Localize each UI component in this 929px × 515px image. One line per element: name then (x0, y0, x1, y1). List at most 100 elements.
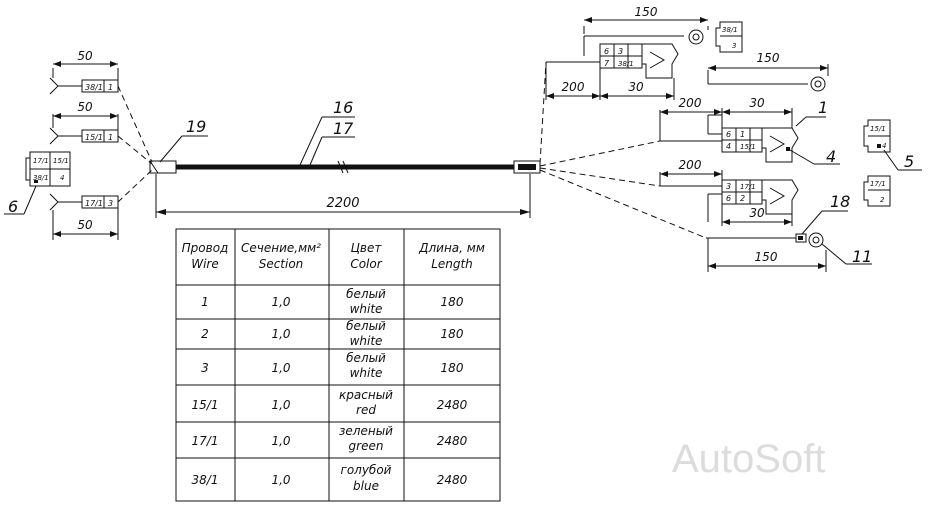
callout-6: 6 (8, 197, 18, 216)
svg-text:2480: 2480 (437, 398, 468, 412)
table-row: 38/1 1,0 голубой blue 2480 (192, 463, 468, 493)
svg-text:1: 1 (201, 295, 209, 309)
svg-text:6: 6 (604, 47, 609, 56)
wire-tag-left-mid (81, 129, 119, 143)
svg-text:17/1: 17/1 (740, 183, 756, 191)
bundle-callouts: 16 17 19 (159, 98, 355, 166)
table-row: 1 1,0 белый white 180 (201, 287, 464, 316)
svg-text:38/1: 38/1 (618, 60, 634, 68)
svg-text:200: 200 (679, 158, 702, 172)
svg-text:150: 150 (755, 250, 778, 264)
svg-text:1,0: 1,0 (271, 434, 290, 448)
svg-text:1,0: 1,0 (271, 361, 290, 375)
svg-text:38/1: 38/1 (85, 83, 103, 92)
side-tag-top: 38/1 3 (715, 21, 743, 53)
callout-19: 19 (186, 117, 206, 136)
svg-text:180: 180 (441, 361, 464, 375)
svg-text:1: 1 (108, 133, 113, 142)
svg-text:Section: Section (259, 257, 304, 271)
svg-text:17/1: 17/1 (870, 180, 886, 188)
svg-text:Wire: Wire (191, 257, 219, 271)
svg-text:white: white (350, 366, 383, 380)
svg-text:голубой: голубой (341, 463, 392, 477)
connector-1 (761, 127, 799, 163)
svg-text:17/1: 17/1 (33, 157, 49, 165)
ring-terminal-11 (808, 232, 824, 248)
main-harness-bundle (149, 160, 541, 174)
wire-spec-table: Провод Wire Сечение,мм² Section Цвет Col… (175, 228, 501, 502)
svg-text:1,0: 1,0 (271, 473, 290, 487)
connector-6: 17/1 15/1 38/1 4 6 (4, 151, 71, 216)
svg-text:Сечение,мм²: Сечение,мм² (241, 241, 321, 255)
svg-text:белый: белый (346, 287, 386, 301)
svg-text:17/1: 17/1 (192, 434, 219, 448)
table-row: 15/1 1,0 красный red 2480 (192, 388, 468, 417)
svg-text:Длина, мм: Длина, мм (418, 241, 485, 255)
svg-text:3: 3 (201, 361, 209, 375)
svg-text:3: 3 (726, 182, 731, 191)
svg-text:white: white (350, 334, 383, 348)
svg-text:4: 4 (726, 142, 731, 151)
table-row: 17/1 1,0 зеленый green 2480 (192, 424, 468, 453)
svg-text:180: 180 (441, 327, 464, 341)
bundle-length-dimension: 2200 (155, 174, 531, 218)
svg-text:180: 180 (441, 295, 464, 309)
svg-text:3: 3 (732, 42, 736, 50)
svg-text:red: red (356, 403, 376, 417)
svg-text:200: 200 (679, 96, 702, 110)
svg-text:50: 50 (77, 49, 93, 63)
svg-text:7: 7 (604, 59, 610, 68)
svg-text:3: 3 (108, 199, 113, 208)
terminal-block-top (641, 43, 679, 79)
svg-text:white: white (350, 302, 383, 316)
left-branches: 38/1 1 50 15/1 1 50 17/1 3 50 (49, 49, 153, 240)
ring-terminal-mid (810, 76, 826, 92)
bundle-length-label: 2200 (326, 196, 359, 211)
svg-text:30: 30 (749, 96, 765, 110)
callout-11: 11 (852, 247, 872, 266)
callout-17: 17 (333, 119, 354, 138)
svg-text:1,0: 1,0 (271, 398, 290, 412)
table-header: Провод Wire Сечение,мм² Section Цвет Col… (182, 241, 485, 271)
svg-text:Color: Color (350, 257, 382, 271)
watermark: AutoSoft (672, 437, 825, 481)
wire-tag-left-bot (81, 195, 119, 209)
callout-16: 16 (333, 98, 353, 117)
callout-5: 5 (904, 152, 914, 171)
svg-text:Цвет: Цвет (351, 241, 383, 255)
svg-text:белый: белый (346, 319, 386, 333)
svg-text:2480: 2480 (437, 473, 468, 487)
terminal-block-bottom (761, 179, 799, 215)
svg-text:15/1: 15/1 (53, 157, 69, 165)
svg-text:17/1: 17/1 (85, 199, 103, 208)
wire-tag-left-top (81, 79, 119, 93)
table-row: 3 1,0 белый white 180 (201, 351, 464, 380)
ring-terminal-top (688, 29, 704, 45)
svg-text:белый: белый (346, 351, 386, 365)
svg-text:1,0: 1,0 (271, 295, 290, 309)
table-row: 2 1,0 белый white 180 (201, 319, 464, 348)
right-branches: 6 3 7 38/1 150 200 30 150 (539, 5, 922, 272)
svg-text:15/1: 15/1 (85, 133, 103, 142)
svg-text:38/1: 38/1 (192, 473, 219, 487)
svg-text:2: 2 (880, 196, 885, 204)
svg-text:1,0: 1,0 (271, 327, 290, 341)
svg-text:200: 200 (562, 80, 585, 94)
svg-text:1: 1 (740, 130, 745, 139)
svg-text:38/1: 38/1 (33, 174, 49, 182)
svg-text:30: 30 (749, 206, 765, 220)
svg-text:15/1: 15/1 (740, 143, 756, 151)
side-tag-bottom: 17/1 2 (863, 175, 891, 207)
svg-text:2: 2 (201, 327, 209, 341)
svg-text:зеленый: зеленый (339, 424, 393, 438)
svg-text:Провод: Провод (182, 241, 229, 255)
svg-text:Length: Length (431, 257, 473, 271)
svg-text:6: 6 (726, 194, 731, 203)
svg-text:30: 30 (628, 80, 644, 94)
svg-text:2480: 2480 (437, 434, 468, 448)
svg-text:1: 1 (108, 83, 113, 92)
svg-text:50: 50 (77, 100, 93, 114)
svg-text:150: 150 (635, 5, 658, 19)
